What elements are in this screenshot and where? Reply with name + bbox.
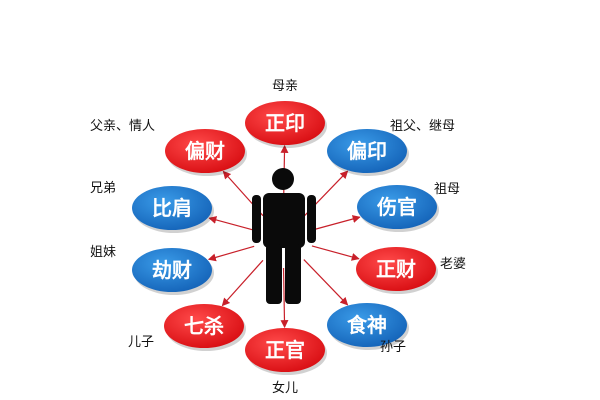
node-qisha: 七杀 <box>164 304 246 351</box>
node-ellipse-zhengcai <box>356 247 436 291</box>
node-label-zhengyin: 正印 <box>265 111 305 135</box>
node-ellipse-shangguan <box>357 185 437 229</box>
node-ellipse-zhengyin <box>245 101 325 145</box>
node-ellipse-pianyin <box>327 129 407 173</box>
node-label-zhengcai: 正财 <box>376 257 416 281</box>
node-bijian: 比肩 <box>132 186 214 233</box>
node-label-shishen: 食神 <box>347 313 387 337</box>
relation-label-shangguan: 祖母 <box>434 182 461 197</box>
node-label-qisha: 七杀 <box>184 314 224 338</box>
arrow-bijian <box>208 216 255 231</box>
person-icon <box>252 168 316 304</box>
node-ellipse-bijian <box>132 186 212 230</box>
node-ellipse-qisha <box>164 304 244 348</box>
node-label-pianyin: 偏印 <box>347 139 387 163</box>
arrow-shangguan <box>311 215 361 231</box>
node-ellipse-shishen <box>327 303 407 347</box>
node-shangguan: 伤官 <box>357 185 439 232</box>
arrow-qisha <box>221 259 264 307</box>
node-pianyin: 偏印 <box>327 129 409 176</box>
node-zhengyin: 正印 <box>245 101 327 148</box>
relation-label-shishen: 孙子 <box>380 340 407 355</box>
node-shishen: 食神 <box>327 303 409 350</box>
node-ellipse-jiecai <box>132 248 212 292</box>
node-label-jiecai: 劫财 <box>152 258 192 282</box>
node-zhengcai: 正财 <box>356 247 438 294</box>
node-label-bijian: 比肩 <box>152 196 192 220</box>
relation-label-zhengguan: 女儿 <box>271 381 299 396</box>
arrow-jiecai <box>207 245 255 262</box>
relation-label-pianyin: 祖父、继母 <box>390 119 456 134</box>
node-label-zhengguan: 正官 <box>265 338 305 362</box>
relation-label-bijian: 兄弟 <box>90 181 117 196</box>
node-label-shangguan: 伤官 <box>376 195 417 219</box>
node-ellipse-zhengguan <box>245 328 325 372</box>
node-jiecai: 劫财 <box>132 248 214 295</box>
node-zhengguan: 正官 <box>245 328 327 375</box>
node-label-piancai: 偏财 <box>185 139 225 163</box>
arrow-zhengguan <box>280 267 289 329</box>
relation-label-qisha: 儿子 <box>128 335 155 350</box>
node-piancai: 偏财 <box>165 129 247 176</box>
relation-label-zhengcai: 老婆 <box>440 257 467 272</box>
node-ellipse-piancai <box>165 129 245 173</box>
arrow-shishen <box>303 259 349 306</box>
relation-label-piancai: 父亲、情人 <box>90 119 156 134</box>
relation-label-zhengyin: 母亲 <box>271 79 299 94</box>
arrow-zhengcai <box>311 245 360 261</box>
relation-label-jiecai: 姐妹 <box>90 245 117 260</box>
